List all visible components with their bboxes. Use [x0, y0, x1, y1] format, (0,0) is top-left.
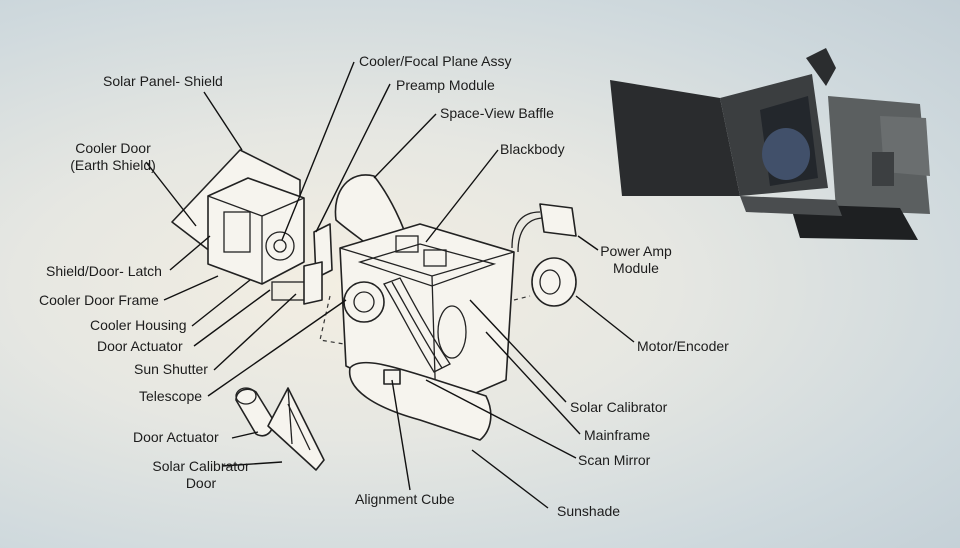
label-space-view-baffle: Space-View Baffle: [440, 105, 554, 121]
label-cooler-door-line2: (Earth Shield): [70, 157, 156, 173]
label-blackbody: Blackbody: [500, 141, 565, 157]
label-preamp-module: Preamp Module: [396, 77, 495, 93]
label-solar-calibrator-door: Solar Calibrator Door: [146, 458, 256, 492]
label-shield-door-latch: Shield/Door- Latch: [46, 263, 162, 279]
instrument-photo: [610, 48, 930, 240]
leader-lines: [145, 61, 635, 509]
solar-calibrator-drawing: [437, 305, 467, 359]
motor-encoder-drawing: [531, 257, 577, 307]
label-cooler-door-frame: Cooler Door Frame: [39, 292, 159, 308]
label-mainframe: Mainframe: [584, 427, 651, 443]
label-cooler-door: Cooler Door (Earth Shield): [52, 140, 174, 174]
label-telescope: Telescope: [139, 388, 203, 404]
label-cooler-housing: Cooler Housing: [90, 317, 187, 333]
solar-calibrator-door-drawing: [267, 387, 325, 471]
label-alignment-cube: Alignment Cube: [355, 491, 455, 507]
label-door-actuator-upper: Door Actuator: [97, 338, 183, 354]
label-power-amp-line2: Module: [613, 260, 659, 276]
label-power-amp-module: Power Amp Module: [596, 243, 676, 277]
label-scan-mirror: Scan Mirror: [578, 452, 651, 468]
label-power-amp-line1: Power Amp: [600, 243, 672, 259]
label-solar-calibrator-door-line1: Solar Calibrator: [152, 458, 250, 474]
cooler-door-frame-drawing: [207, 177, 305, 285]
telescope-drawing: [343, 281, 385, 323]
label-door-actuator-lower: Door Actuator: [133, 429, 219, 445]
label-solar-calibrator-door-line2: Door: [185, 475, 217, 491]
label-motor-encoder: Motor/Encoder: [637, 338, 729, 354]
label-cooler-door-line1: Cooler Door: [75, 140, 151, 156]
door-actuator-lower-drawing: [235, 388, 274, 437]
label-solar-panel-shield: Solar Panel- Shield: [103, 73, 223, 89]
power-amp-module-drawing: [539, 203, 577, 237]
label-solar-calibrator: Solar Calibrator: [570, 399, 668, 415]
label-cooler-focal-plane-assy: Cooler/Focal Plane Assy: [359, 53, 512, 69]
label-sun-shutter: Sun Shutter: [134, 361, 208, 377]
label-sunshade: Sunshade: [557, 503, 621, 519]
